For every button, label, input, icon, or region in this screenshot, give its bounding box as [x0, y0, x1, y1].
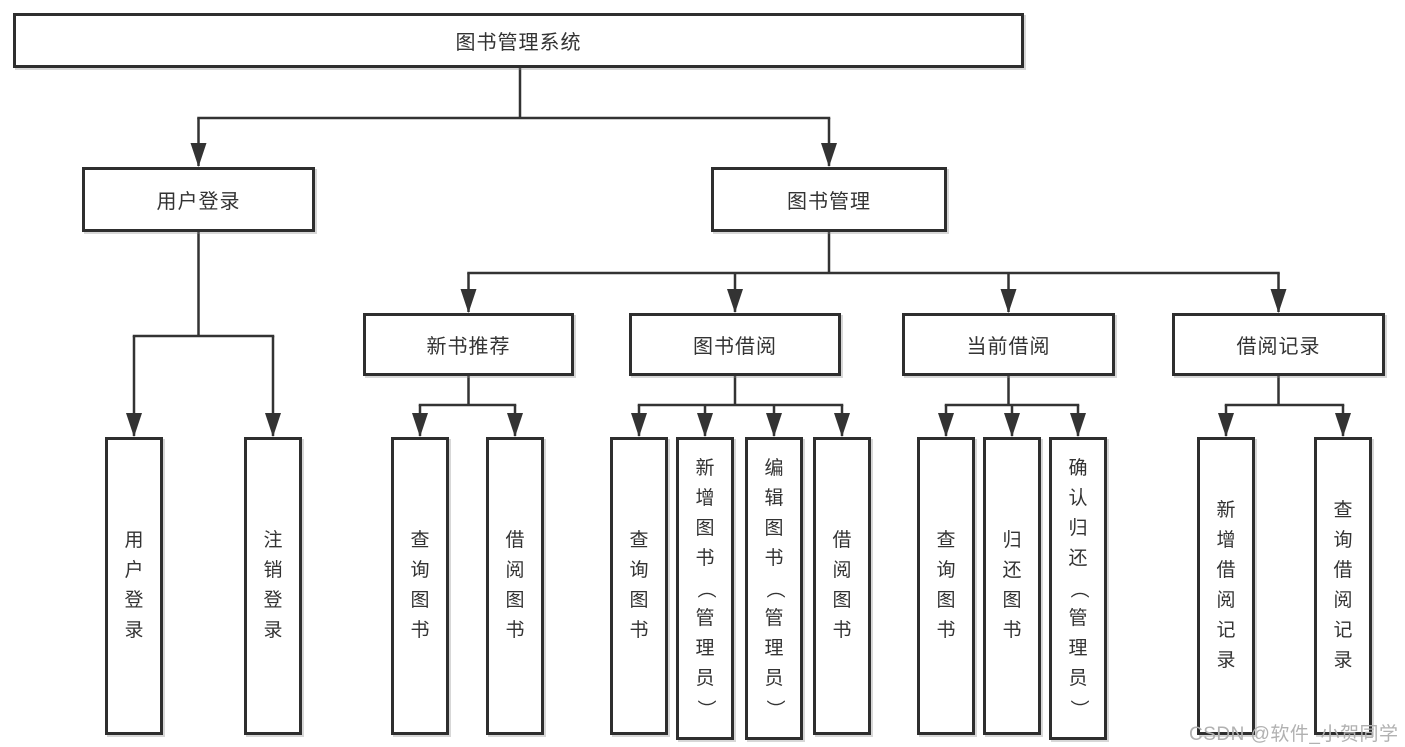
node-book-management: 图书管理 [711, 167, 947, 232]
leaf-label: 借阅图书 [505, 530, 525, 641]
leaf-label: 新增借阅记录 [1216, 500, 1236, 671]
leaf-query-book-recommend: 查询图书 [391, 437, 449, 735]
leaf-label: 编辑图书（管理员） [764, 457, 785, 719]
leaf-logout: 注销登录 [244, 437, 302, 735]
node-current-borrow: 当前借阅 [902, 313, 1115, 376]
node-book-borrow: 图书借阅 [629, 313, 841, 376]
leaf-query-book-current: 查询图书 [917, 437, 975, 735]
leaf-confirm-return-admin: 确认归还（管理员） [1049, 437, 1107, 740]
leaf-return-book: 归还图书 [983, 437, 1041, 735]
leaf-borrow-book-recommend: 借阅图书 [486, 437, 544, 735]
leaf-label: 归还图书 [1002, 530, 1022, 641]
leaf-label: 用户登录 [124, 530, 144, 641]
leaf-label: 借阅图书 [832, 530, 852, 641]
leaf-query-borrow-record: 查询借阅记录 [1314, 437, 1372, 735]
leaf-label: 查询借阅记录 [1333, 500, 1353, 671]
leaf-label: 确认归还（管理员） [1068, 457, 1089, 719]
node-new-book-recommend: 新书推荐 [363, 313, 574, 376]
leaf-user-login: 用户登录 [105, 437, 163, 735]
leaf-edit-book-admin: 编辑图书（管理员） [745, 437, 803, 740]
leaf-label: 查询图书 [629, 530, 649, 641]
node-user-login: 用户登录 [82, 167, 315, 232]
leaf-label: 查询图书 [936, 530, 956, 641]
node-root-system: 图书管理系统 [13, 13, 1024, 68]
leaf-borrow-book: 借阅图书 [813, 437, 871, 735]
node-borrow-records: 借阅记录 [1172, 313, 1385, 376]
leaf-label: 查询图书 [410, 530, 430, 641]
watermark: CSDN @软件_小贺同学 [1189, 724, 1399, 745]
leaf-label: 新增图书（管理员） [695, 457, 716, 719]
leaf-label: 注销登录 [263, 530, 283, 641]
leaf-query-book-borrow: 查询图书 [610, 437, 668, 735]
leaf-add-book-admin: 新增图书（管理员） [676, 437, 734, 740]
leaf-add-borrow-record: 新增借阅记录 [1197, 437, 1255, 735]
